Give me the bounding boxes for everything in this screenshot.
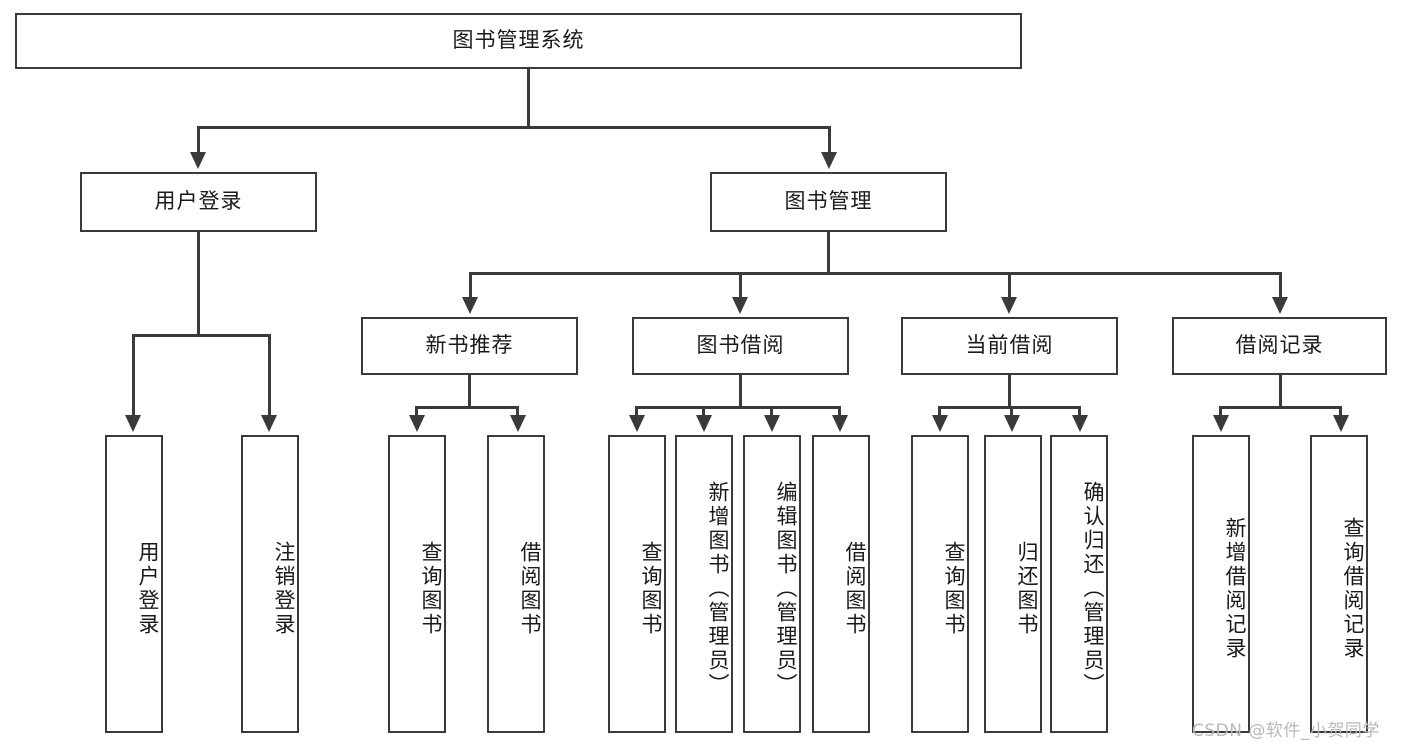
leaf-curborrow-confirm-return-admin[interactable]: 确认归还（管理员） [1050, 435, 1108, 733]
connector-bookborrow-bus [635, 406, 840, 409]
connector-bookmgmt-drop-2 [739, 272, 742, 297]
connector-borrowrec-stem [1279, 375, 1282, 408]
connector-bookmgmt-drop-1 [469, 272, 472, 297]
leaf-bookborrow-borrow-book[interactable]: 借阅图书 [812, 435, 870, 733]
connector-root-bus [197, 126, 831, 129]
node-root-system[interactable]: 图书管理系统 [15, 13, 1022, 69]
connector-userlogin-drop-1 [132, 334, 135, 415]
arrowhead-to-borrow-record [1272, 297, 1288, 314]
leaf-bookborrow-add-book-admin[interactable]: 新增图书（管理员） [675, 435, 733, 733]
connector-root-drop-2 [828, 126, 831, 152]
arrowhead-newbook-leaf-2 [510, 415, 526, 432]
arrowhead-curborrow-leaf-1 [932, 415, 948, 432]
leaf-label: 借阅图书 [518, 541, 542, 637]
connector-bookmgmt-bus [469, 272, 1282, 275]
connector-curborrow-drop-2 [1010, 406, 1013, 415]
leaf-newbook-borrow-book[interactable]: 借阅图书 [487, 435, 545, 733]
arrowhead-to-book-manage [821, 152, 837, 169]
connector-bookmgmt-drop-4 [1279, 272, 1282, 297]
leaf-curborrow-query-book[interactable]: 查询图书 [911, 435, 969, 733]
connector-userlogin-drop-2 [268, 334, 271, 415]
leaf-borrowrec-add-record[interactable]: 新增借阅记录 [1192, 435, 1250, 733]
arrowhead-bookborrow-leaf-1 [629, 415, 645, 432]
arrowhead-to-leaf-user-logout [261, 415, 277, 432]
connector-bookborrow-drop-4 [838, 406, 841, 415]
leaf-newbook-query-book[interactable]: 查询图书 [388, 435, 446, 733]
arrowhead-to-current-borrow [1001, 297, 1017, 314]
node-book-borrow[interactable]: 图书借阅 [632, 317, 849, 375]
leaf-label: 新增图书（管理员） [706, 481, 730, 697]
connector-bookborrow-stem [739, 375, 742, 408]
arrowhead-newbook-leaf-1 [409, 415, 425, 432]
node-current-borrow[interactable]: 当前借阅 [901, 317, 1118, 375]
connector-newbook-stem [468, 375, 471, 408]
connector-curborrow-drop-1 [938, 406, 941, 415]
connector-borrowrec-drop-2 [1339, 406, 1342, 415]
arrowhead-borrowrec-leaf-2 [1333, 415, 1349, 432]
arrowhead-to-book-borrow [732, 297, 748, 314]
leaf-label: 查询图书 [942, 541, 966, 637]
connector-root-drop-1 [197, 126, 200, 152]
connector-newbook-drop-2 [516, 406, 519, 415]
connector-bookborrow-drop-3 [770, 406, 773, 415]
arrowhead-to-leaf-user-login [125, 415, 141, 432]
arrowhead-borrowrec-leaf-1 [1213, 415, 1229, 432]
leaf-label: 查询图书 [639, 541, 663, 637]
arrowhead-to-user-login [190, 152, 206, 169]
leaf-label: 确认归还（管理员） [1081, 481, 1105, 697]
leaf-bookborrow-edit-book-admin[interactable]: 编辑图书（管理员） [743, 435, 801, 733]
leaf-bookborrow-query-book[interactable]: 查询图书 [608, 435, 666, 733]
arrowhead-bookborrow-leaf-3 [764, 415, 780, 432]
connector-newbook-bus [415, 406, 519, 409]
leaf-label: 借阅图书 [843, 541, 867, 637]
leaf-label: 新增借阅记录 [1223, 517, 1247, 661]
leaf-label: 用户登录 [136, 541, 160, 637]
connector-curborrow-bus [938, 406, 1081, 409]
arrowhead-curborrow-leaf-3 [1072, 415, 1088, 432]
leaf-curborrow-return-book[interactable]: 归还图书 [984, 435, 1042, 733]
leaf-label: 编辑图书（管理员） [774, 481, 798, 697]
connector-userlogin-bus [132, 334, 270, 337]
connector-curborrow-drop-3 [1078, 406, 1081, 415]
node-borrow-record[interactable]: 借阅记录 [1172, 317, 1387, 375]
connector-bookmgmt-stem [827, 232, 830, 274]
csdn-watermark: CSDN @软件_小贺同学 [1192, 721, 1380, 741]
connector-curborrow-stem [1008, 375, 1011, 408]
connector-root-stem [527, 69, 530, 128]
connector-bookborrow-drop-1 [635, 406, 638, 415]
leaf-user-logout[interactable]: 注销登录 [241, 435, 299, 733]
node-new-book-recommend[interactable]: 新书推荐 [361, 317, 578, 375]
connector-bookmgmt-drop-3 [1008, 272, 1011, 297]
node-user-login[interactable]: 用户登录 [80, 172, 317, 232]
arrowhead-bookborrow-leaf-4 [832, 415, 848, 432]
leaf-label: 注销登录 [272, 541, 296, 637]
leaf-borrowrec-query-record[interactable]: 查询借阅记录 [1310, 435, 1368, 733]
connector-borrowrec-bus [1219, 406, 1342, 409]
leaf-label: 归还图书 [1015, 541, 1039, 637]
node-book-management[interactable]: 图书管理 [710, 172, 947, 232]
arrowhead-bookborrow-leaf-2 [696, 415, 712, 432]
connector-borrowrec-drop-1 [1219, 406, 1222, 415]
connector-newbook-drop-1 [415, 406, 418, 415]
leaf-label: 查询图书 [419, 541, 443, 637]
leaf-user-login[interactable]: 用户登录 [105, 435, 163, 733]
connector-bookborrow-drop-2 [702, 406, 705, 415]
arrowhead-to-new-book-rec [462, 297, 478, 314]
arrowhead-curborrow-leaf-2 [1004, 415, 1020, 432]
connector-userlogin-stem [197, 232, 200, 336]
leaf-label: 查询借阅记录 [1341, 517, 1365, 661]
